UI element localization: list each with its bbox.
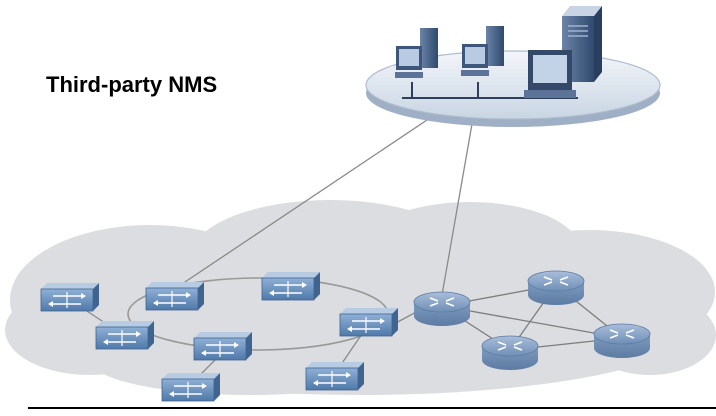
switch-icon[interactable] (261, 271, 321, 301)
switch-icon[interactable] (40, 282, 100, 312)
nms-link-router (441, 123, 473, 296)
nms-platform-icon[interactable] (365, 6, 661, 127)
switch-icon[interactable] (95, 320, 155, 350)
workstation-icon (461, 26, 504, 76)
switch-icon[interactable] (145, 281, 205, 311)
switch-icon[interactable] (305, 361, 365, 391)
switch-icon[interactable] (193, 331, 253, 361)
nms-link-switch-ring (175, 117, 431, 289)
router-icon[interactable] (413, 291, 471, 327)
nms-label: Third-party NMS (46, 72, 218, 97)
switch-icon[interactable] (161, 372, 221, 402)
server-icon (562, 6, 602, 82)
workstation-icon (524, 50, 576, 98)
switch-icon[interactable] (339, 307, 399, 337)
workstation-icon (395, 28, 438, 78)
router-icon[interactable] (527, 270, 585, 306)
router-icon[interactable] (593, 323, 651, 359)
bottom-rule (28, 407, 716, 409)
router-icon[interactable] (481, 335, 539, 371)
nms-links (175, 117, 473, 296)
